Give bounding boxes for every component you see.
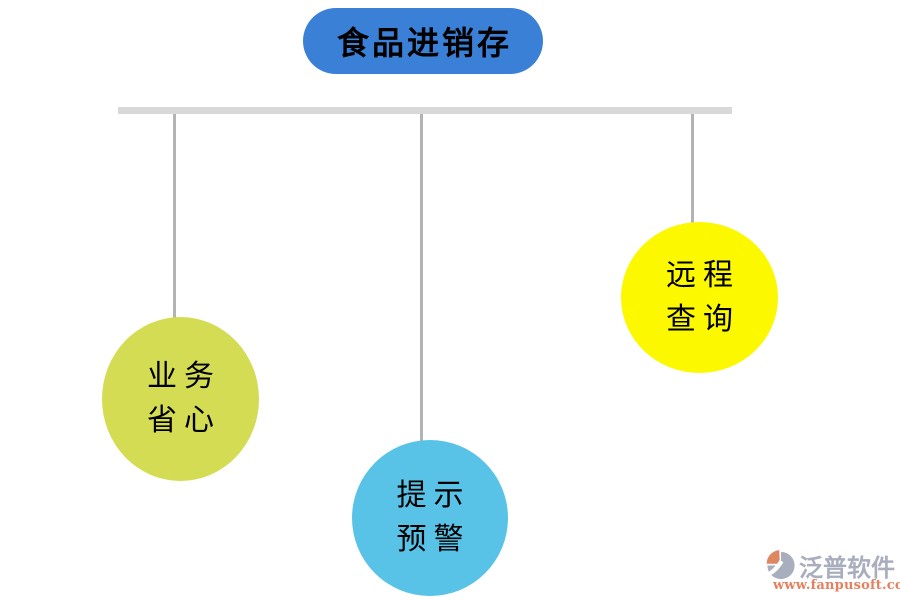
watermark-url: www.fanpusoft.com	[773, 578, 900, 593]
root-node-label: 食品进销存	[336, 24, 512, 62]
watermark: 泛普软件 www.fanpusoft.com	[765, 548, 900, 593]
node-alert-circle: 提示 预警	[352, 440, 508, 596]
logo-white-swoosh	[768, 560, 784, 576]
root-node-pill: 食品进销存	[303, 8, 543, 74]
node-business-circle: 业务 省心	[102, 317, 259, 481]
node-remote-label-line1: 远程	[666, 257, 740, 293]
node-business-label-line1: 业务	[147, 359, 221, 394]
horizontal-connector-bar	[118, 107, 732, 114]
connector-line-remote	[691, 114, 694, 223]
node-business-label-line2: 省心	[147, 403, 221, 438]
node-alert-label-line1: 提示	[396, 478, 471, 513]
node-alert-label-line2: 预警	[396, 522, 471, 557]
fanpu-logo-icon	[766, 550, 795, 580]
node-remote-circle: 远程 查询	[621, 222, 778, 373]
watermark-brand: 泛普软件	[799, 554, 895, 582]
connector-line-business	[173, 114, 176, 318]
logo-orange-arc	[766, 550, 780, 564]
node-remote-label-line2: 查询	[666, 301, 740, 337]
watermark-brand-row: 泛普软件	[765, 548, 899, 583]
connector-line-alert	[420, 114, 423, 441]
